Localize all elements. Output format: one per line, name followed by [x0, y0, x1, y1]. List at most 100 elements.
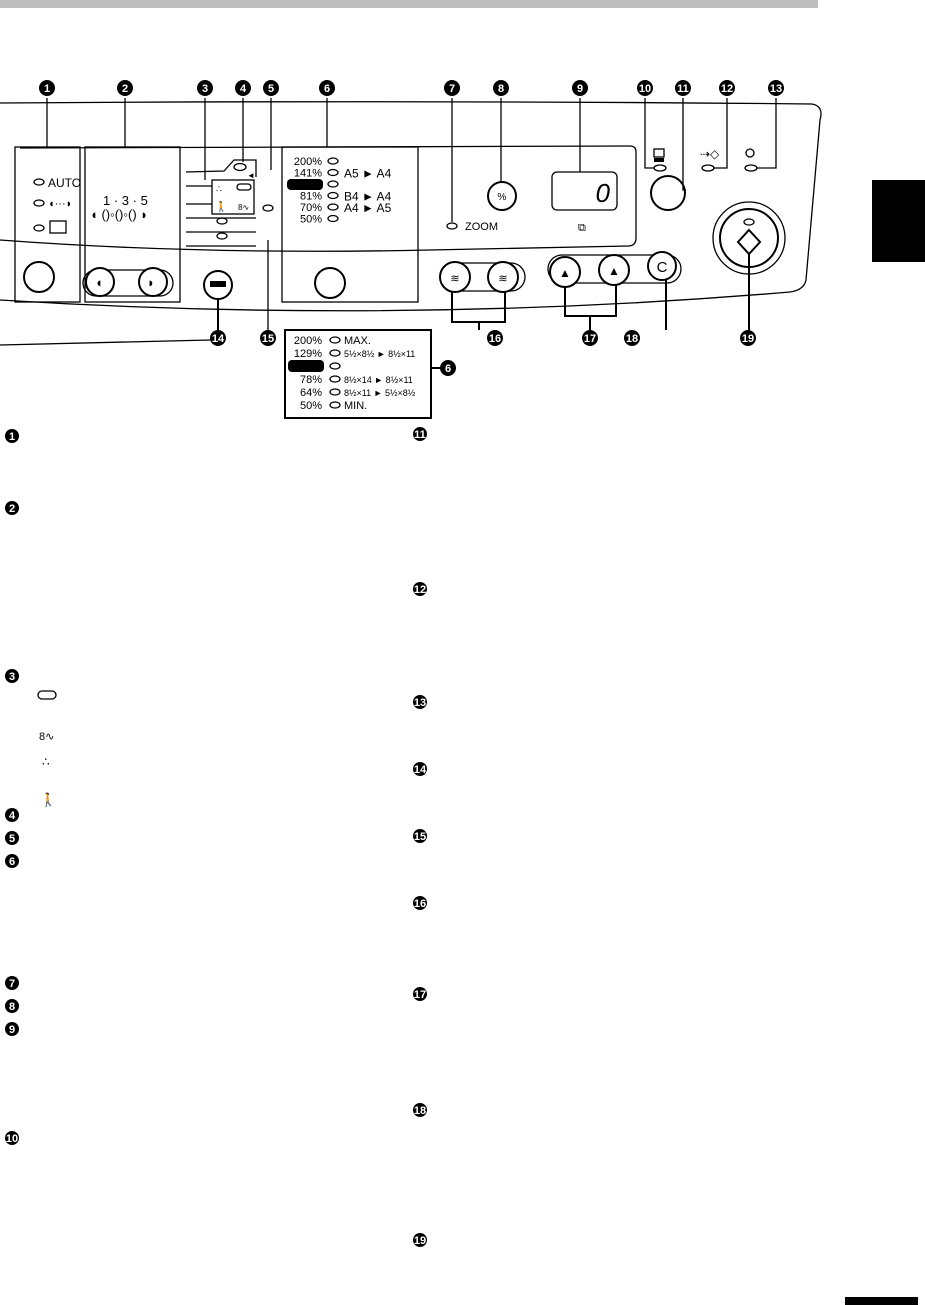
svg-text:18: 18	[626, 333, 638, 345]
toner-icon	[236, 183, 252, 191]
callout-7: 7	[5, 976, 19, 990]
ratio-paper-label: A4 ► A5	[344, 201, 392, 215]
inset-label: MAX.	[344, 335, 371, 347]
exposure-adjust-section	[84, 146, 181, 303]
section-tab	[872, 180, 925, 262]
callout-12: 12	[413, 582, 427, 596]
header-bar	[0, 0, 818, 8]
ratio-section	[281, 146, 419, 303]
lighter-icon: ◖	[95, 275, 103, 290]
svg-text:8: 8	[498, 83, 504, 95]
svg-text:5: 5	[9, 833, 15, 845]
callout-6: 6	[319, 80, 335, 96]
inch-ratio-inset	[284, 329, 432, 419]
light-density-button[interactable]	[439, 261, 471, 293]
ratio-0: 200%	[294, 156, 322, 168]
copy-ratio-display-key[interactable]	[487, 181, 517, 211]
panel-inner-outline	[0, 145, 637, 252]
svg-text:5: 5	[268, 83, 274, 95]
display-value: 0	[596, 178, 611, 208]
svg-text:10: 10	[6, 1133, 18, 1145]
callout-7: 7	[444, 80, 460, 96]
svg-text:13: 13	[770, 83, 782, 95]
misfeed-icon: 8∿	[238, 203, 249, 212]
clear-label: C	[657, 259, 668, 276]
svg-text:7: 7	[9, 978, 15, 990]
svg-text:9: 9	[9, 1024, 15, 1036]
dark-density-button[interactable]	[487, 261, 519, 293]
ratio-1: 141%	[294, 168, 322, 180]
callout-4: 4	[5, 808, 19, 822]
svg-text:16: 16	[489, 333, 501, 345]
svg-text:2: 2	[9, 503, 15, 515]
callout-9: 9	[572, 80, 588, 96]
svg-text:13: 13	[414, 697, 426, 709]
ratio-4: 70%	[300, 202, 322, 214]
callout-11: 11	[675, 80, 691, 96]
clear-button[interactable]	[647, 251, 677, 281]
maintenance-icon: 🚶	[40, 792, 56, 807]
svg-text:10: 10	[639, 83, 651, 95]
footer-bar	[845, 1297, 918, 1305]
callout-14: 14	[413, 762, 427, 776]
svg-text:∴: ∴	[216, 184, 222, 194]
online-button[interactable]	[650, 175, 686, 211]
ratio-3: 81%	[300, 191, 322, 203]
inset-ratio-3: 78%	[300, 374, 322, 386]
svg-text:8: 8	[9, 1001, 15, 1013]
auto-label: AUTO	[48, 176, 81, 190]
tray-icon	[210, 281, 226, 287]
callout-14: 14	[210, 330, 226, 346]
svg-text:3: 3	[9, 671, 15, 683]
callout-15: 15	[260, 330, 276, 346]
callout-8: 8	[5, 999, 19, 1013]
percent-label: %	[498, 192, 507, 203]
callout-16: 16	[413, 896, 427, 910]
exposure-mode-button[interactable]	[23, 261, 55, 293]
inset-ratio-4: 64%	[300, 387, 322, 399]
svg-text:◄: ◄	[247, 171, 255, 180]
svg-text:11: 11	[677, 83, 689, 95]
ratio-paper-label: B4 ► A4	[344, 190, 392, 204]
svg-text:≋: ≋	[498, 273, 507, 285]
svg-text:▲: ▲	[608, 264, 620, 278]
callout-6: 6	[5, 854, 19, 868]
callout-17: 17	[582, 330, 598, 346]
panel-outline	[0, 101, 822, 312]
manual-exposure-icon: ◖···◗	[48, 198, 72, 210]
inset-label: 8½×11 ► 5½×8½	[344, 388, 416, 398]
svg-text:3: 3	[202, 83, 208, 95]
copy-quantity-up-button-2[interactable]	[598, 254, 630, 286]
photo-mode-icon	[49, 220, 67, 234]
maintenance-icon: 🚶	[215, 200, 227, 213]
callout-17: 17	[413, 987, 427, 1001]
data-icon: ⇢◇	[700, 147, 720, 161]
svg-text:2: 2	[122, 83, 128, 95]
callout-2: 2	[117, 80, 133, 96]
callout-2: 2	[5, 501, 19, 515]
callout-13: 13	[413, 695, 427, 709]
lighter-button[interactable]	[85, 267, 115, 297]
zoom-indicator	[446, 222, 458, 230]
callout-6: 6	[440, 360, 456, 376]
callout-19: 19	[413, 1233, 427, 1247]
misfeed-icon: 8∿	[39, 731, 54, 743]
svg-text:14: 14	[414, 764, 427, 776]
alarm-indicators: ∴ 🚶 8∿ ◄	[185, 159, 274, 247]
inset-label: 8½×14 ► 8½×11	[344, 375, 413, 385]
ratio-select-button[interactable]	[314, 267, 346, 299]
callout-15: 15	[413, 829, 427, 843]
callout-3: 3	[197, 80, 213, 96]
toner-icon	[37, 690, 57, 700]
svg-text:6: 6	[445, 363, 451, 375]
svg-text:6: 6	[9, 856, 15, 868]
svg-text:17: 17	[414, 989, 426, 1001]
inset-ratio-0: 200%	[294, 335, 322, 347]
zoom-label: ZOOM	[465, 221, 498, 233]
darker-button[interactable]	[138, 267, 168, 297]
svg-text:19: 19	[414, 1235, 426, 1247]
svg-text:6: 6	[324, 83, 330, 95]
